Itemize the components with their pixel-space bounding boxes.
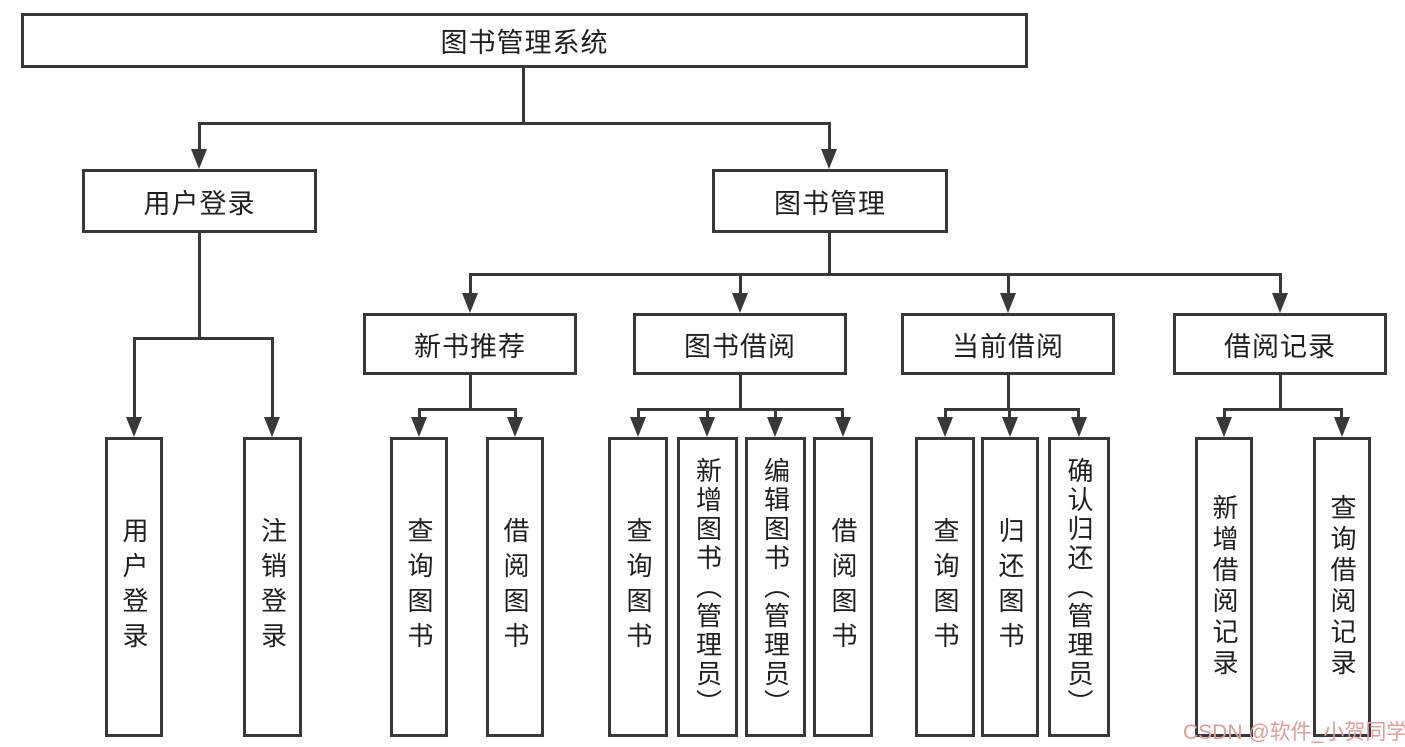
node-label: 借阅图书 [500,517,530,657]
node-label: 注销登录 [257,517,288,657]
arrowhead [126,417,142,437]
connector-line [514,408,517,423]
arrowhead [507,417,523,437]
connector-line [469,375,472,408]
connector-line [1077,408,1080,423]
arrowhead [732,293,748,313]
connector-line [706,408,709,423]
connector-line [739,375,742,408]
connector-line [1279,375,1282,408]
arrowhead [767,417,783,437]
connector-line [828,122,831,154]
connector-line [1340,408,1343,423]
csdn-watermark: CSDN @软件_小贺同学 [1183,721,1405,744]
node-label: 用户登录 [119,517,149,657]
node-label: 新增借阅记录 [1209,494,1239,680]
arrowhead [835,417,851,437]
connector-line [418,408,421,423]
node-label: 新增图书（管理员） [692,456,723,718]
leaf-query-borrow-record: 查询借阅记录 [1313,437,1371,737]
connector-line [469,273,1282,276]
node-borrow-records: 借阅记录 [1173,313,1387,375]
node-label: 图书管理系统 [440,28,609,58]
connector-line [944,408,1080,411]
node-label: 新书推荐 [414,331,526,362]
leaf-borrow-book: 借阅图书 [813,437,873,737]
connector-line [1223,408,1226,423]
leaf-add-book-admin: 新增图书（管理员） [677,437,738,737]
arrowhead [699,417,715,437]
leaf-query-book-current: 查询图书 [915,437,975,737]
node-label: 查询借阅记录 [1327,494,1357,680]
arrowhead [630,417,646,437]
arrowhead [821,149,837,169]
leaf-confirm-return-admin: 确认归还（管理员） [1048,437,1110,737]
node-user-login: 用户登录 [82,169,317,233]
node-label: 图书管理 [774,188,886,219]
node-label: 用户登录 [143,188,256,219]
arrowhead [1334,417,1350,437]
arrowhead [1216,417,1232,437]
connector-line [944,408,947,423]
leaf-borrow-book-recommend: 借阅图书 [486,437,544,737]
connector-line [418,408,517,411]
node-label: 查询图书 [404,517,434,657]
connector-line [1223,408,1343,411]
leaf-user-login: 用户登录 [105,437,163,737]
connector-line [133,337,136,421]
connector-line [198,122,201,154]
connector-line [739,273,742,297]
node-label: 当前借阅 [952,331,1064,362]
arrowhead [1002,417,1018,437]
connector-line [637,408,640,423]
node-label: 查询图书 [930,517,960,657]
connector-line [1279,273,1282,297]
arrowhead [462,293,478,313]
node-label: 图书借阅 [684,331,796,362]
arrowhead [264,417,280,437]
arrowhead [191,149,207,169]
node-label: 归还图书 [995,517,1025,657]
node-root-library-system: 图书管理系统 [21,13,1028,68]
connector-line [271,337,274,421]
leaf-logout: 注销登录 [243,437,302,737]
node-label: 借阅图书 [828,517,858,657]
arrowhead [937,417,953,437]
leaf-add-borrow-record: 新增借阅记录 [1195,437,1253,737]
arrowhead [1000,293,1016,313]
connector-line [774,408,777,423]
connector-line [637,408,844,411]
connector-line [828,233,831,273]
arrowhead [411,417,427,437]
leaf-query-book-borrow: 查询图书 [608,437,668,737]
connector-line [841,408,844,423]
node-book-borrow: 图书借阅 [633,313,847,375]
connector-line [469,273,472,297]
node-new-book-recommend: 新书推荐 [363,313,577,375]
node-label: 编辑图书（管理员） [760,456,791,718]
node-label: 确认归还（管理员） [1064,456,1094,718]
connector-line [1008,408,1011,423]
node-label: 查询图书 [623,517,653,657]
connector-line [133,337,274,340]
leaf-return-book: 归还图书 [981,437,1039,737]
connector-line [198,233,201,337]
connector-line [522,68,525,122]
leaf-query-book-recommend: 查询图书 [390,437,448,737]
node-label: 借阅记录 [1224,331,1336,362]
arrowhead [1272,293,1288,313]
connector-line [1007,375,1010,408]
arrowhead [1071,417,1087,437]
node-book-management: 图书管理 [712,169,948,233]
leaf-edit-book-admin: 编辑图书（管理员） [745,437,806,737]
connector-line [1007,273,1010,297]
connector-line [198,122,831,125]
node-current-borrow: 当前借阅 [901,313,1115,375]
